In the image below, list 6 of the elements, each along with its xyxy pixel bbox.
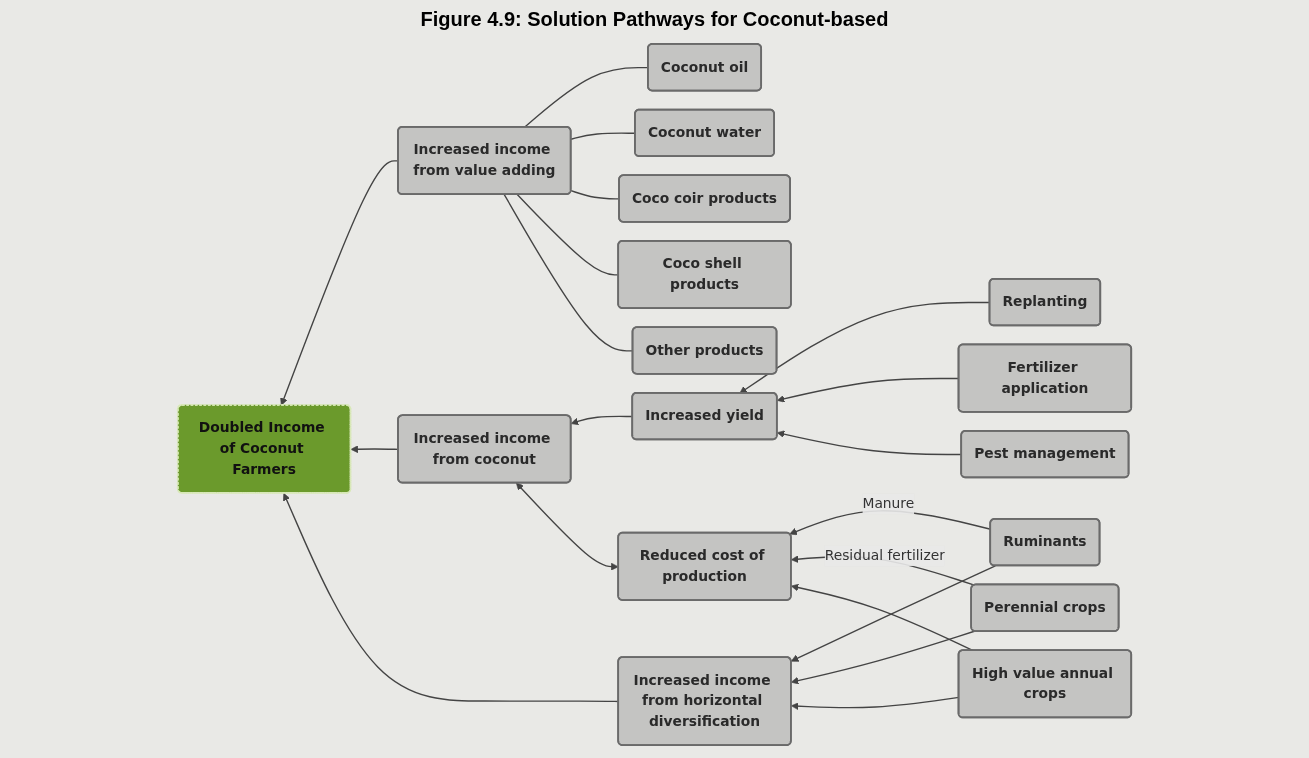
edge-label: Manure xyxy=(862,495,915,512)
arrow xyxy=(790,565,997,662)
figure-title: Figure 4.9: Solution Pathways for Coconut-based xyxy=(420,8,889,31)
arrow xyxy=(790,630,976,685)
arrow xyxy=(516,482,619,571)
edge-label: Residual fertilizer xyxy=(824,547,945,564)
